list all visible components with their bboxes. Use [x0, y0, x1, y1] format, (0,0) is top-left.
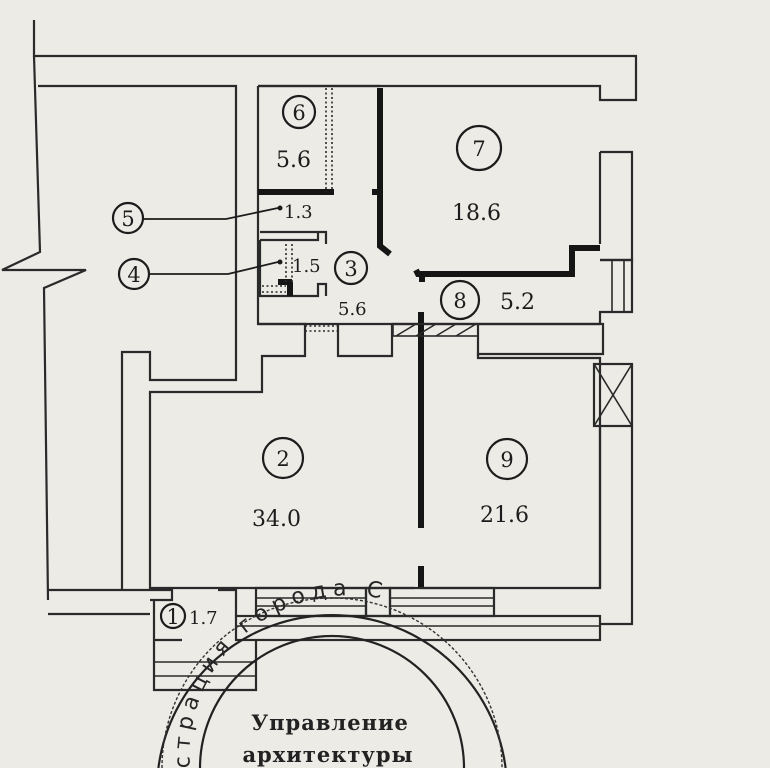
room-number: 9: [500, 448, 513, 472]
room-number: 4: [127, 263, 140, 287]
room-number: 7: [472, 137, 485, 161]
interior-walls: [148, 84, 634, 626]
dotted-partitions: [262, 88, 338, 332]
room-number: 8: [453, 289, 466, 313]
official-stamp: страция города С Управление архитектуры: [157, 576, 507, 768]
room-area: 18.6: [452, 201, 501, 226]
room-7-label: 7 18.6: [452, 124, 503, 226]
room-area: 5.6: [276, 148, 311, 173]
room-area: 1.5: [292, 256, 321, 277]
room-number: 1: [166, 605, 179, 629]
entrance-steps: [152, 586, 602, 692]
partition-walls: [258, 88, 600, 588]
room-6-label: 6 5.6: [276, 94, 317, 173]
room-number: 6: [292, 101, 305, 125]
room-number: 5: [121, 207, 134, 231]
stamp-line-2: архитектуры: [242, 742, 413, 767]
room-1-label: 1 1.7: [159, 602, 218, 630]
room-area: 5.2: [500, 290, 535, 315]
stamp-line-1: Управление: [251, 710, 409, 735]
room-9-label: 9 21.6: [480, 437, 529, 528]
room-area: 1.7: [189, 608, 218, 629]
room-area: 34.0: [252, 507, 301, 532]
room-5-label: 5 1.3: [111, 201, 313, 235]
room-3-label: 3 5.6: [333, 250, 369, 320]
room-number: 3: [344, 257, 357, 281]
room-area: 1.3: [284, 202, 313, 223]
room-area: 5.6: [338, 299, 367, 320]
room-4-label: 4 1.5: [117, 256, 321, 291]
room-number: 2: [276, 447, 289, 471]
exterior-walls: [1, 20, 638, 616]
room-2-label: 2 34.0: [252, 436, 305, 532]
hatched-lintel: [392, 323, 479, 337]
room-area: 21.6: [480, 503, 529, 528]
room-8-label: 8 5.2: [439, 279, 535, 321]
